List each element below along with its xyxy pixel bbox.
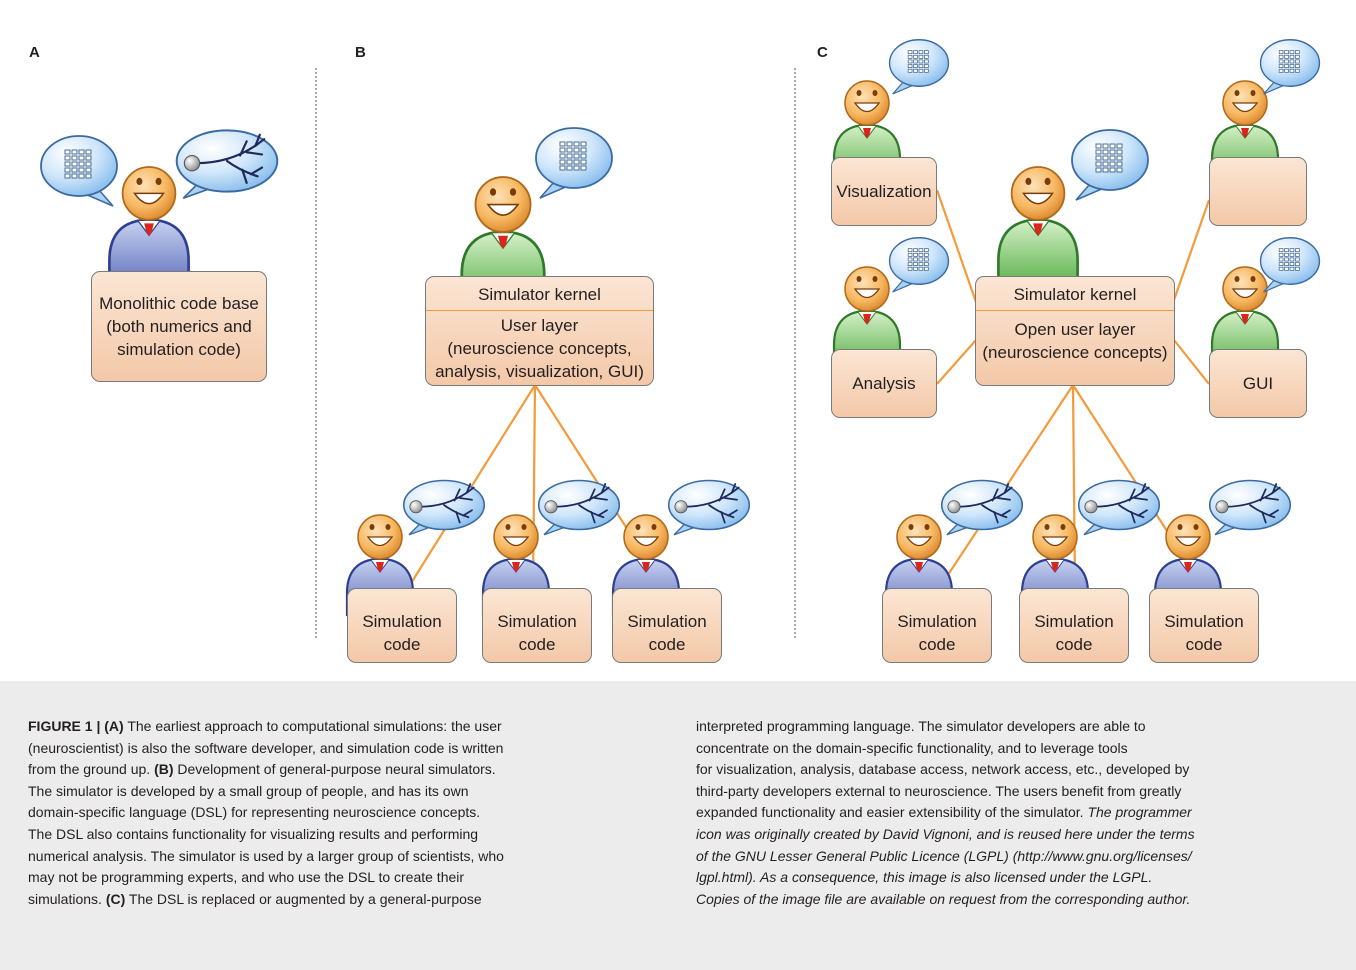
caption-left-column: FIGURE 1 | (A) The earliest approach to … <box>28 716 648 910</box>
caption-line: third-party developers external to neuro… <box>696 782 1182 799</box>
simulator-kernel-box: Simulator kernel Open user layer (neuros… <box>975 276 1175 386</box>
figure-caption: FIGURE 1 | (A) The earliest approach to … <box>0 681 1356 970</box>
caption-text: simulations. <box>28 890 106 907</box>
caption-line: may not be programming experts, and who … <box>28 869 465 886</box>
unlabeled-tool-box <box>1209 157 1307 226</box>
caption-line: for visualization, analysis, database ac… <box>696 761 1190 778</box>
box-text-line: simulation code) <box>117 340 241 359</box>
box-text-line: code <box>518 635 556 654</box>
caption-line: expanded functionality and easier extens… <box>696 802 1316 824</box>
box-text-line: code <box>918 635 956 654</box>
box-text-line: Analysis <box>852 374 916 393</box>
caption-text: The earliest approach to computational s… <box>123 718 502 734</box>
caption-tag-b: (B) <box>154 761 174 778</box>
box-text-line: code <box>383 635 421 654</box>
analysis-box: Analysis <box>831 349 937 418</box>
panel-label-c: C <box>817 44 828 61</box>
caption-line: domain-specific language (DSL) for repre… <box>28 804 481 821</box>
box-text-line: (neuroscience concepts, <box>447 339 632 358</box>
caption-line: concentrate on the domain-specific funct… <box>696 739 1128 756</box>
caption-line: icon was originally created by David Vig… <box>696 825 1195 842</box>
box-text-line: Visualization <box>836 182 932 201</box>
box-text-line: Simulation <box>497 612 577 631</box>
caption-line: numerical analysis. The simulator is use… <box>28 847 504 864</box>
box-text-line: (neuroscience concepts) <box>982 343 1168 362</box>
box-text-line: code <box>1185 635 1223 654</box>
monolithic-code-box: Monolithic code base (both numerics and … <box>91 271 267 382</box>
caption-tag-a: (A) <box>104 718 124 734</box>
caption-text: from the ground up. <box>28 761 155 778</box>
caption-tag-c: (C) <box>105 890 126 907</box>
caption-line: Copies of the image file are available o… <box>696 890 1191 907</box>
caption-line: The DSL also contains functionality for … <box>28 825 479 842</box>
box-text-line: code <box>1055 635 1093 654</box>
caption-line: interpreted programming language. The si… <box>696 718 1146 734</box>
box-text-line: User layer <box>500 316 579 335</box>
kernel-title: Simulator kernel <box>426 277 653 311</box>
box-text-line: Simulation <box>1164 612 1244 631</box>
panel-dividers <box>315 68 796 640</box>
box-text-line: Simulation <box>897 612 977 631</box>
caption-credit-text: The programmer <box>1087 804 1192 821</box>
box-text-line: (both numerics and <box>106 317 252 336</box>
box-text-line: Simulation <box>362 612 442 631</box>
panel-label-b: B <box>355 44 366 61</box>
open-user-layer-text: Open user layer (neuroscience concepts) <box>982 311 1167 364</box>
box-text-line: code <box>648 635 686 654</box>
caption-text: expanded functionality and easier extens… <box>696 804 1088 821</box>
caption-line: The simulator is developed by a small gr… <box>28 782 469 799</box>
caption-right-column: interpreted programming language. The si… <box>696 716 1316 910</box>
simulation-code-box: Simulation code <box>482 588 592 663</box>
box-text-line: Simulation <box>627 612 707 631</box>
visualization-box: Visualization <box>831 157 937 226</box>
kernel-title: Simulator kernel <box>976 277 1174 311</box>
user-layer-text: User layer (neuroscience concepts, analy… <box>435 311 644 383</box>
box-text-line: Monolithic code base <box>99 294 259 313</box>
figure-label: FIGURE 1 | <box>28 718 105 734</box>
simulation-code-box: Simulation code <box>882 588 992 663</box>
caption-line: simulations. (C) The DSL is replaced or … <box>28 889 648 911</box>
caption-line: FIGURE 1 | (A) The earliest approach to … <box>28 716 648 738</box>
box-text-line: analysis, visualization, GUI) <box>435 362 644 381</box>
caption-text: Development of general-purpose neural si… <box>173 761 496 778</box>
box-text-line: GUI <box>1242 374 1274 393</box>
caption-line: of the GNU Lesser General Public Licence… <box>696 847 1192 864</box>
simulator-kernel-box: Simulator kernel User layer (neuroscienc… <box>425 276 654 386</box>
panel-label-a: A <box>29 44 40 61</box>
simulation-code-box: Simulation code <box>1019 588 1129 663</box>
simulation-code-box: Simulation code <box>1149 588 1259 663</box>
gui-box: GUI <box>1209 349 1307 418</box>
caption-line: lgpl.html). As a consequence, this image… <box>696 869 1153 886</box>
box-text-line: Open user layer <box>1014 320 1136 339</box>
simulation-code-box: Simulation code <box>347 588 457 663</box>
caption-text: The DSL is replaced or augmented by a ge… <box>125 890 482 907</box>
figure-diagram <box>40 39 1321 640</box>
caption-line: from the ground up. (B) Development of g… <box>28 759 648 781</box>
box-text-line: Simulation <box>1034 612 1114 631</box>
caption-line: (neuroscientist) is also the software de… <box>28 739 504 756</box>
simulation-code-box: Simulation code <box>612 588 722 663</box>
